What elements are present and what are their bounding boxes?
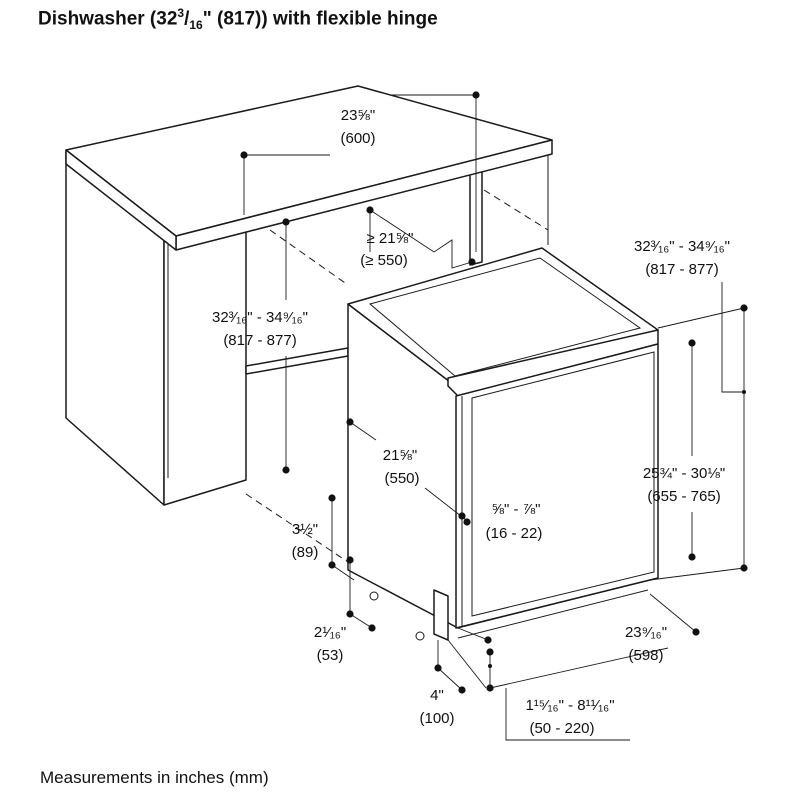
appliance-width-mm-label: (598)	[628, 647, 663, 664]
dim-point	[688, 553, 696, 561]
plinth-depth-inch-label: 4"	[430, 687, 444, 704]
dim-app-height-top-ext	[657, 307, 745, 329]
toe-height-inch-label: 3½"	[292, 521, 318, 538]
cabinet-side-front	[163, 227, 247, 506]
title-fraction-denominator: 16	[189, 18, 203, 33]
dim-point	[484, 636, 492, 644]
title-fraction-numerator: 3	[177, 6, 185, 20]
dim-point	[488, 664, 492, 668]
door-bottom	[457, 577, 659, 629]
appliance-height-inch-label: 32³⁄₁₆" - 34⁹⁄₁₆"	[634, 238, 730, 255]
appliance-depth-inch-label: 21⅝"	[383, 447, 418, 464]
niche-depth-inch-label: ≥ 21⅝"	[367, 230, 414, 247]
appliance-width-inch-label: 23⁹⁄₁₆"	[625, 624, 667, 641]
dishwasher-top-inset	[368, 257, 642, 377]
units-note: Measurements in inches (mm)	[40, 768, 269, 787]
dim-foot-height-ext	[349, 613, 373, 629]
plinth-adjust-inch-label: 1¹⁵⁄₁₆" - 8¹¹⁄₁₆"	[525, 697, 614, 714]
diagram-title: Dishwasher (323/16" (817)) with flexible…	[38, 6, 438, 32]
door-gap-inch-label: ⅝" - ⅞"	[492, 501, 541, 518]
dim-plinth-depth-ext	[437, 667, 463, 691]
top-width-mm-label: (600)	[340, 130, 375, 147]
dim-point	[472, 91, 480, 99]
countertop-side-edge	[65, 149, 177, 251]
dim-point	[328, 494, 336, 502]
dim-app-height-leader	[721, 282, 744, 393]
floor-dash-left	[245, 493, 349, 563]
dim-point	[434, 664, 442, 672]
back-rail	[245, 347, 349, 375]
dim-app-height-bottom-ext	[649, 567, 745, 581]
dim-point	[282, 466, 290, 474]
top-width-inch-label: 23⅝"	[341, 107, 376, 124]
dim-app-depth-upper	[349, 421, 377, 441]
title-prefix: Dishwasher (32	[38, 8, 178, 30]
appliance-height-mm-label: (817 - 877)	[645, 261, 718, 278]
dim-app-width-left	[457, 627, 489, 641]
dim-point	[368, 624, 376, 632]
foot-height-mm-label: (53)	[317, 647, 344, 664]
door-height-inch-label: 25¾" - 30⅛"	[643, 465, 725, 482]
dim-point	[740, 564, 748, 572]
dishwasher	[347, 247, 659, 641]
dim-point	[742, 390, 746, 394]
dim-point	[240, 151, 248, 159]
dim-point	[282, 218, 290, 226]
dim-point	[740, 304, 748, 312]
dim-point	[688, 339, 696, 347]
dim-point	[486, 648, 494, 656]
title-fraction-separator: /	[184, 8, 190, 30]
dim-plinth-depth-ext2	[447, 639, 487, 689]
toe-kick	[433, 589, 449, 641]
dimension-lines	[240, 91, 748, 741]
foot-left	[369, 591, 379, 601]
dim-point	[346, 556, 354, 564]
title-suffix: " (817)) with flexible hinge	[202, 8, 438, 30]
dim-point	[486, 684, 494, 692]
dimension-labels: 23⅝" (600) ≥ 21⅝" (≥ 550) 32³⁄₁₆" - 34⁹⁄…	[212, 107, 730, 737]
niche-dash-top	[269, 229, 349, 286]
dim-point	[346, 610, 354, 618]
dim-plinth-adjust-bracket	[505, 688, 630, 741]
dim-point	[458, 512, 466, 520]
dim-point	[328, 561, 336, 569]
dim-niche-depth-zigzag	[369, 209, 473, 269]
dim-point	[692, 628, 700, 636]
dim-plinth-adjust-ext	[489, 647, 669, 689]
niche-depth-mm-label: (≥ 550)	[360, 252, 407, 269]
door-panel-face	[471, 351, 655, 617]
niche-height-mm-label: (817 - 877)	[223, 332, 296, 349]
niche-dash-right	[483, 189, 549, 231]
door-height-mm-label: (655 - 765)	[647, 488, 720, 505]
niche-height-inch-label: 32³⁄₁₆" - 34⁹⁄₁₆"	[212, 309, 308, 326]
foot-right	[415, 631, 425, 641]
door-gap-mm-label: (16 - 22)	[486, 525, 543, 542]
dim-point	[346, 418, 354, 426]
plinth-line	[457, 589, 649, 639]
appliance-depth-mm-label: (550)	[384, 470, 419, 487]
dim-point	[463, 518, 471, 526]
dim-point	[366, 206, 374, 214]
plinth-adjust-mm-label: (50 - 220)	[529, 720, 594, 737]
dim-app-width-right	[649, 593, 697, 633]
toe-height-mm-label: (89)	[292, 544, 319, 561]
countertop-cabinet	[65, 85, 553, 563]
foot-height-inch-label: 2¹⁄₁₆"	[314, 624, 346, 641]
dim-point	[468, 258, 476, 266]
dim-point	[458, 686, 466, 694]
plinth-depth-mm-label: (100)	[419, 710, 454, 727]
